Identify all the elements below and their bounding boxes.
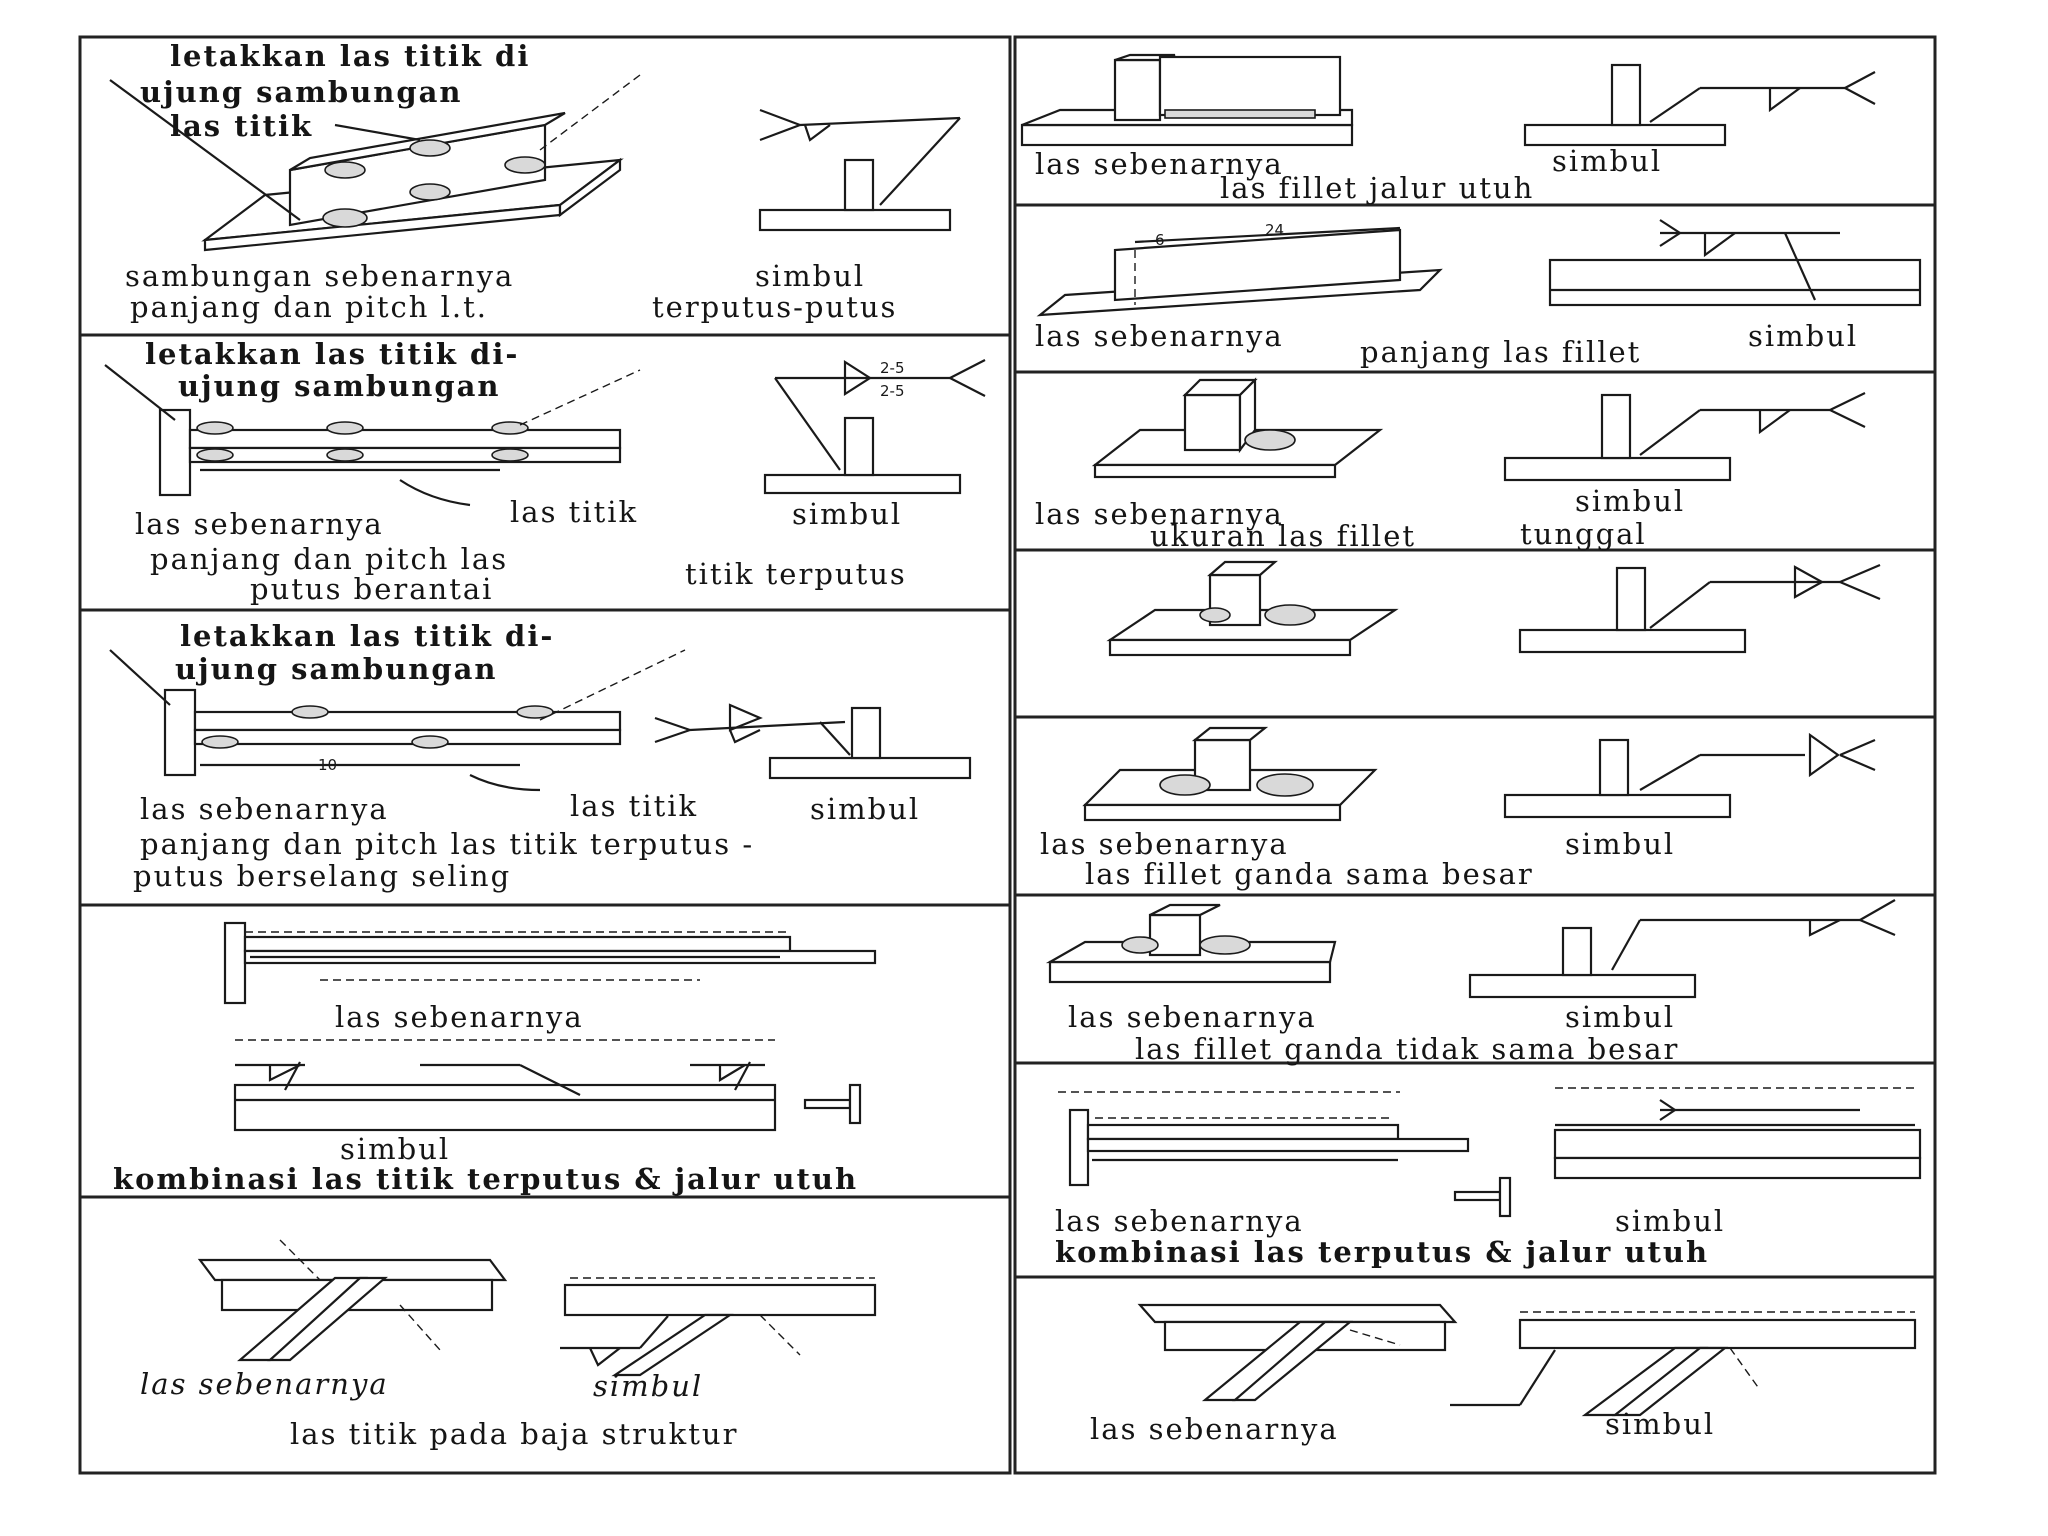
left-p1-note-line1: letakkan las titik di [170, 39, 531, 73]
left-p2-actual-drawing [104, 364, 641, 507]
right-p3-caption-3: simbul [1575, 484, 1686, 518]
right-p2-symbol-drawing [1548, 219, 1922, 307]
right-p4-symbol-drawing [1518, 563, 1881, 654]
left-p5-caption-2: simbul [593, 1369, 704, 1403]
right-p2-caption-1: las sebenarnya [1035, 319, 1284, 353]
left-p3-caption-2: panjang dan pitch las titik terputus - [140, 827, 755, 861]
right-p1-caption-3: las fillet jalur utuh [1220, 171, 1535, 205]
right-p6-actual-drawing [1045, 903, 1337, 984]
right-p6-caption-3: las fillet ganda tidak sama besar [1135, 1032, 1680, 1066]
right-p7-symbol-drawing [1553, 1087, 1922, 1180]
right-p8-symbol-drawing [1450, 1311, 1917, 1417]
left-p5-symbol-drawing [560, 1277, 877, 1377]
left-p2-caption-2: panjang dan pitch las [150, 542, 509, 576]
right-p2-dim-6: 6 [1155, 231, 1165, 249]
left-p1-caption-left-2: panjang dan pitch l.t. [130, 290, 489, 324]
right-p8-caption-2: simbul [1605, 1407, 1716, 1441]
left-p2-titik-terputus: titik terputus [685, 557, 907, 591]
right-p7-caption-1: las sebenarnya [1055, 1204, 1304, 1238]
left-p3-dim-10: 10 [318, 756, 337, 774]
left-p5-actual-drawing [197, 1239, 508, 1362]
right-p6-symbol-drawing [1468, 899, 1896, 999]
left-p3-caption-1: las sebenarnya [140, 792, 389, 826]
right-p2-caption-3: simbul [1748, 319, 1859, 353]
right-p4-actual-drawing [1106, 560, 1399, 657]
right-p6-caption-1: las sebenarnya [1068, 1000, 1317, 1034]
right-p6-caption-2: simbul [1565, 1000, 1676, 1034]
left-p1-caption-left-1: sambungan sebenarnya [125, 259, 515, 293]
left-p2-symbol-drawing: 2-5 2-5 [763, 359, 986, 495]
right-p2-dim-24: 24 [1265, 221, 1284, 239]
right-p3-symbol-drawing [1503, 392, 1866, 482]
right-p7-caption-2: simbul [1615, 1204, 1726, 1238]
right-p3-caption-2: ukuran las fillet [1150, 519, 1417, 553]
left-p2-las-titik: las titik [510, 495, 639, 529]
right-p5-symbol-drawing [1503, 732, 1876, 819]
right-p1-caption-1: las sebenarnya [1035, 147, 1284, 181]
right-p8-actual-drawing [1137, 1303, 1458, 1402]
left-p2-note-line2: ujung sambungan [178, 369, 501, 403]
left-p3-actual-drawing: 10 [109, 649, 686, 792]
left-p3-simbul: simbul [810, 792, 921, 826]
right-p3-actual-drawing [1091, 377, 1384, 479]
left-p4-symbol-drawing [233, 1039, 862, 1132]
right-p3-caption-4: tunggal [1520, 517, 1647, 551]
left-p1-caption-right-1: simbul [755, 259, 866, 293]
right-p1-caption-2: simbul [1552, 144, 1663, 178]
left-p3-caption-3: putus berselang seling [133, 859, 512, 893]
right-p5-caption-3: las fillet ganda sama besar [1085, 857, 1534, 891]
left-p1-note-line3: las titik [170, 109, 314, 143]
left-p2-note-line1: letakkan las titik di- [145, 337, 520, 371]
right-p5-actual-drawing [1082, 726, 1378, 822]
left-p2-simbul: simbul [792, 497, 903, 531]
right-p8-caption-1: las sebenarnya [1090, 1412, 1339, 1446]
left-p2-caption-3: putus berantai [250, 572, 494, 606]
left-p4-caption-3: kombinasi las titik terputus & jalur utu… [113, 1162, 859, 1196]
left-p4-actual-drawing [223, 921, 877, 1005]
right-p5-caption-2: simbul [1565, 827, 1676, 861]
left-p1-symbol-drawing [758, 108, 961, 232]
left-p2-dim-a: 2-5 [880, 359, 905, 377]
right-p7-actual-drawing [1058, 1091, 1512, 1218]
left-p5-caption-1: las sebenarnya [140, 1367, 389, 1401]
right-p3-caption-1: las sebenarnya [1035, 497, 1284, 531]
left-p4-caption-2: simbul [340, 1132, 451, 1166]
left-p3-symbol-drawing [654, 703, 972, 780]
right-p1-actual-drawing [1020, 53, 1354, 147]
left-p3-note-line2: ujung sambungan [175, 652, 498, 686]
right-p5-caption-1: las sebenarnya [1040, 827, 1289, 861]
right-p7-caption-3: kombinasi las terputus & jalur utuh [1055, 1235, 1710, 1269]
left-p4-caption-1: las sebenarnya [335, 1000, 584, 1034]
left-p1-note-line2: ujung sambungan [140, 75, 463, 109]
panel-borders [78, 35, 1937, 1475]
right-p1-symbol-drawing [1523, 63, 1876, 147]
left-p3-note-line1: letakkan las titik di- [180, 619, 555, 653]
right-p2-caption-2: panjang las fillet [1360, 335, 1642, 369]
left-p5-caption-3: las titik pada baja struktur [290, 1417, 739, 1451]
left-p1-caption-right-2: terputus-putus [652, 290, 898, 324]
left-p2-caption-1: las sebenarnya [135, 507, 384, 541]
left-p2-dim-b: 2-5 [880, 382, 905, 400]
left-p3-las-titik: las titik [570, 789, 699, 823]
left-p1-actual-drawing [109, 74, 641, 252]
right-p2-actual-drawing: 6 24 [1036, 221, 1443, 317]
